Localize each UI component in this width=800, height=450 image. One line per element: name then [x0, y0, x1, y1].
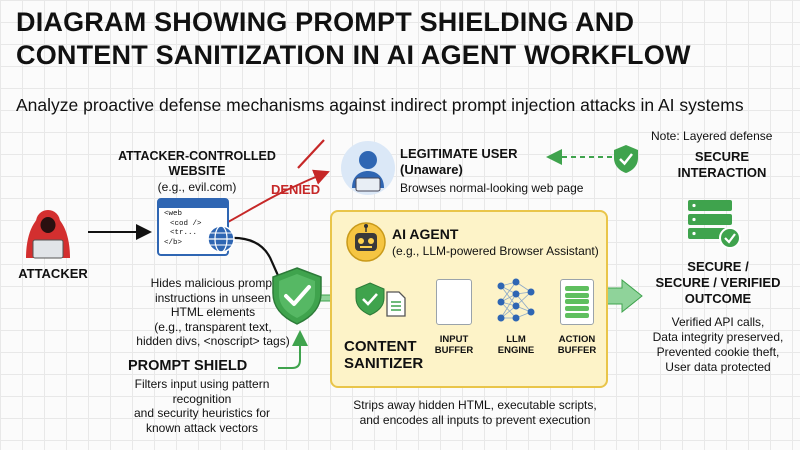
website-description: Hides malicious prompt instructions in u… [128, 276, 298, 349]
secure-interaction-line1: SECURE [694, 149, 750, 164]
input-buffer-line1: INPUT [439, 334, 469, 345]
browser-window: <web <cod /> <tr... </b> [157, 198, 229, 256]
ai-agent-title: AI AGENT [392, 226, 459, 242]
llm-engine-line2: ENGINE [497, 345, 535, 356]
prompt-shield-title: PROMPT SHIELD [128, 358, 248, 374]
agent-to-outcome-arrow [603, 278, 643, 314]
website-example: (e.g., evil.com) [157, 180, 237, 194]
website-desc-line: Hides malicious prompt [150, 276, 276, 290]
code-line: </b> [164, 238, 183, 247]
ai-agent-subtitle: (e.g., LLM-powered Browser Assistant) [392, 244, 599, 258]
sanitizer-line2: SANITIZER [344, 355, 424, 372]
code-line: <tr... [170, 229, 198, 237]
llm-engine-label: LLM ENGINE [490, 334, 542, 356]
denied-slash [297, 139, 325, 169]
robot-icon [346, 222, 386, 262]
denied-arrow [227, 169, 330, 223]
legit-user-title-line2: (Unaware) [400, 162, 463, 177]
code-line: <web [164, 210, 183, 218]
globe-icon [207, 225, 235, 253]
page-title: DIAGRAM SHOWING PROMPT SHIELDING AND CON… [16, 6, 796, 72]
outcome-item: Data integrity preserved, [652, 330, 784, 344]
action-buffer-label: ACTION BUFFER [551, 334, 603, 356]
code-line: <cod /> [170, 219, 202, 228]
input-buffer-label: INPUT BUFFER [428, 334, 480, 356]
code-snippet: <web <cod /> <tr... </b> [159, 208, 227, 250]
user-figure [340, 140, 396, 196]
hacker-icon [26, 210, 70, 259]
sanitizer-shield-icon [355, 282, 385, 316]
action-buffer-box [560, 279, 594, 325]
document-icon [386, 291, 406, 317]
legit-user-title: LEGITIMATE USER (Unaware) [400, 146, 517, 178]
website-title: ATTACKER-CONTROLLED WEBSITE [112, 149, 282, 179]
website-desc-line: hidden divs, <noscript> tags) [136, 334, 290, 348]
website-title-line2: WEBSITE [168, 164, 226, 178]
outcome-title-line2: SECURE / VERIFIED [655, 275, 781, 290]
action-buffer-line1: ACTION [558, 334, 596, 345]
neural-network-icon [497, 278, 535, 322]
website-desc-line: instructions in unseen [154, 290, 272, 305]
sanitizer-desc-line2: and encodes all inputs to prevent execut… [359, 412, 591, 427]
user-icon [341, 141, 395, 195]
outcome-list: Verified API calls, Data integrity prese… [640, 315, 796, 375]
prompt-shield-icon [272, 267, 322, 325]
legit-user-title-line1: LEGITIMATE USER [400, 146, 518, 161]
sanitizer-description: Strips away hidden HTML, executable scri… [325, 398, 625, 427]
outcome-item: Prevented cookie theft, [656, 345, 780, 359]
content-sanitizer-label: CONTENT SANITIZER [344, 338, 423, 372]
outcome-title-line1: SECURE / [687, 259, 749, 274]
outcome-title: SECURE / SECURE / VERIFIED OUTCOME [648, 259, 788, 307]
action-buffer-line2: BUFFER [557, 345, 597, 356]
outcome-item: User data protected [665, 360, 771, 374]
page-subtitle: Analyze proactive defense mechanisms aga… [16, 95, 744, 115]
sanitizer-desc-line1: Strips away hidden HTML, executable scri… [353, 398, 597, 412]
legit-user-description: Browses normal-looking web page [400, 181, 584, 195]
llm-engine-line1: LLM [506, 334, 526, 345]
input-buffer-box [436, 279, 472, 325]
secure-interaction-line2: INTERACTION [677, 165, 767, 180]
secure-server-icon [688, 200, 741, 249]
shield-desc-line2: and security heuristics for [133, 406, 271, 420]
secure-interaction-label: SECURE INTERACTION [652, 149, 792, 181]
denied-label: DENIED [271, 182, 321, 197]
layered-defense-note: Note: Layered defense [651, 129, 773, 143]
website-desc-line: HTML elements [170, 305, 256, 319]
outcome-item: Verified API calls, [671, 315, 765, 329]
shield-desc-line1: Filters input using pattern recognition [134, 377, 270, 406]
shield-desc-line3: known attack vectors [145, 420, 259, 435]
sanitizer-line1: CONTENT [344, 338, 417, 355]
title-line-1: DIAGRAM SHOWING PROMPT SHIELDING AND [16, 7, 635, 37]
website-title-line1: ATTACKER-CONTROLLED [118, 149, 276, 163]
title-line-2: CONTENT SANITIZATION IN AI AGENT WORKFLO… [16, 40, 691, 70]
input-buffer-line2: BUFFER [434, 345, 474, 356]
attacker-figure [18, 198, 78, 262]
prompt-shield-description: Filters input using pattern recognition … [112, 377, 292, 435]
small-shield-icon [614, 145, 638, 173]
attacker-label: ATTACKER [18, 266, 88, 281]
website-to-shield-line [227, 236, 282, 281]
browser-titlebar [159, 200, 227, 208]
outcome-title-line3: OUTCOME [684, 291, 752, 306]
shield-desc-arrow [278, 330, 308, 369]
website-desc-line: (e.g., transparent text, [154, 319, 272, 334]
